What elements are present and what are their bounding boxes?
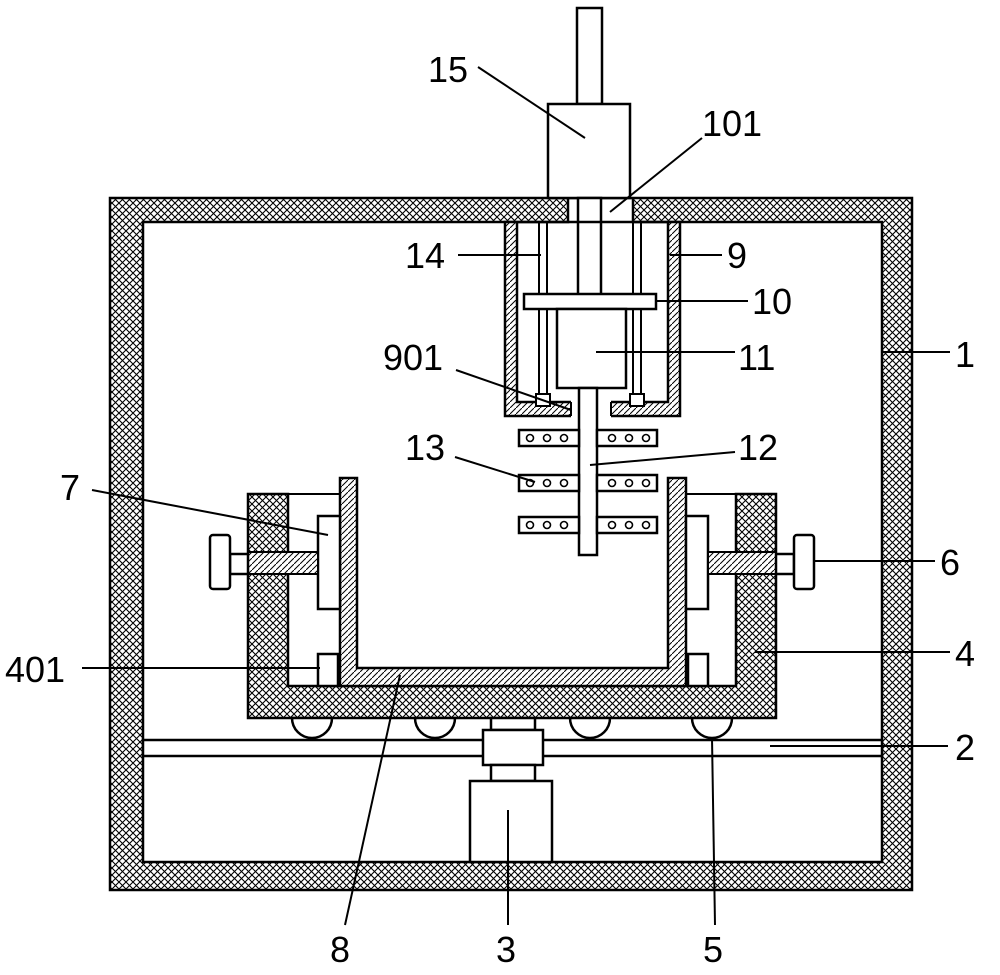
- motor-shaft-top: [575, 6, 604, 106]
- label-15: 15: [428, 49, 468, 90]
- label-8: 8: [330, 929, 350, 970]
- label-12: 12: [738, 427, 778, 468]
- label-11: 11: [738, 337, 775, 378]
- label-4: 4: [955, 633, 975, 674]
- label-14: 14: [405, 235, 445, 276]
- leader-lines: [82, 66, 950, 926]
- label-3: 3: [496, 929, 516, 970]
- label-9: 9: [727, 235, 747, 276]
- label-10: 10: [752, 281, 792, 322]
- stirring-shaft: [577, 386, 599, 557]
- motor-body: [546, 102, 632, 200]
- clamp-right: [684, 514, 816, 688]
- stir-motor: [555, 307, 628, 390]
- drive-shaft: [576, 196, 603, 300]
- label-13: 13: [405, 427, 445, 468]
- label-101: 101: [702, 103, 762, 144]
- label-6: 6: [940, 542, 960, 583]
- label-401: 401: [5, 649, 65, 690]
- label-5: 5: [703, 929, 723, 970]
- lift-plate: [522, 292, 658, 311]
- mixing-container: [338, 476, 688, 688]
- cylinder-housing: [503, 220, 682, 418]
- wheels: [290, 716, 734, 740]
- clamp-left: [208, 514, 342, 688]
- label-2: 2: [955, 727, 975, 768]
- label-7: 7: [60, 467, 80, 508]
- label-1: 1: [955, 334, 975, 375]
- stirring-blades: [517, 428, 659, 535]
- bottom-motor: [468, 716, 554, 864]
- label-901: 901: [383, 337, 443, 378]
